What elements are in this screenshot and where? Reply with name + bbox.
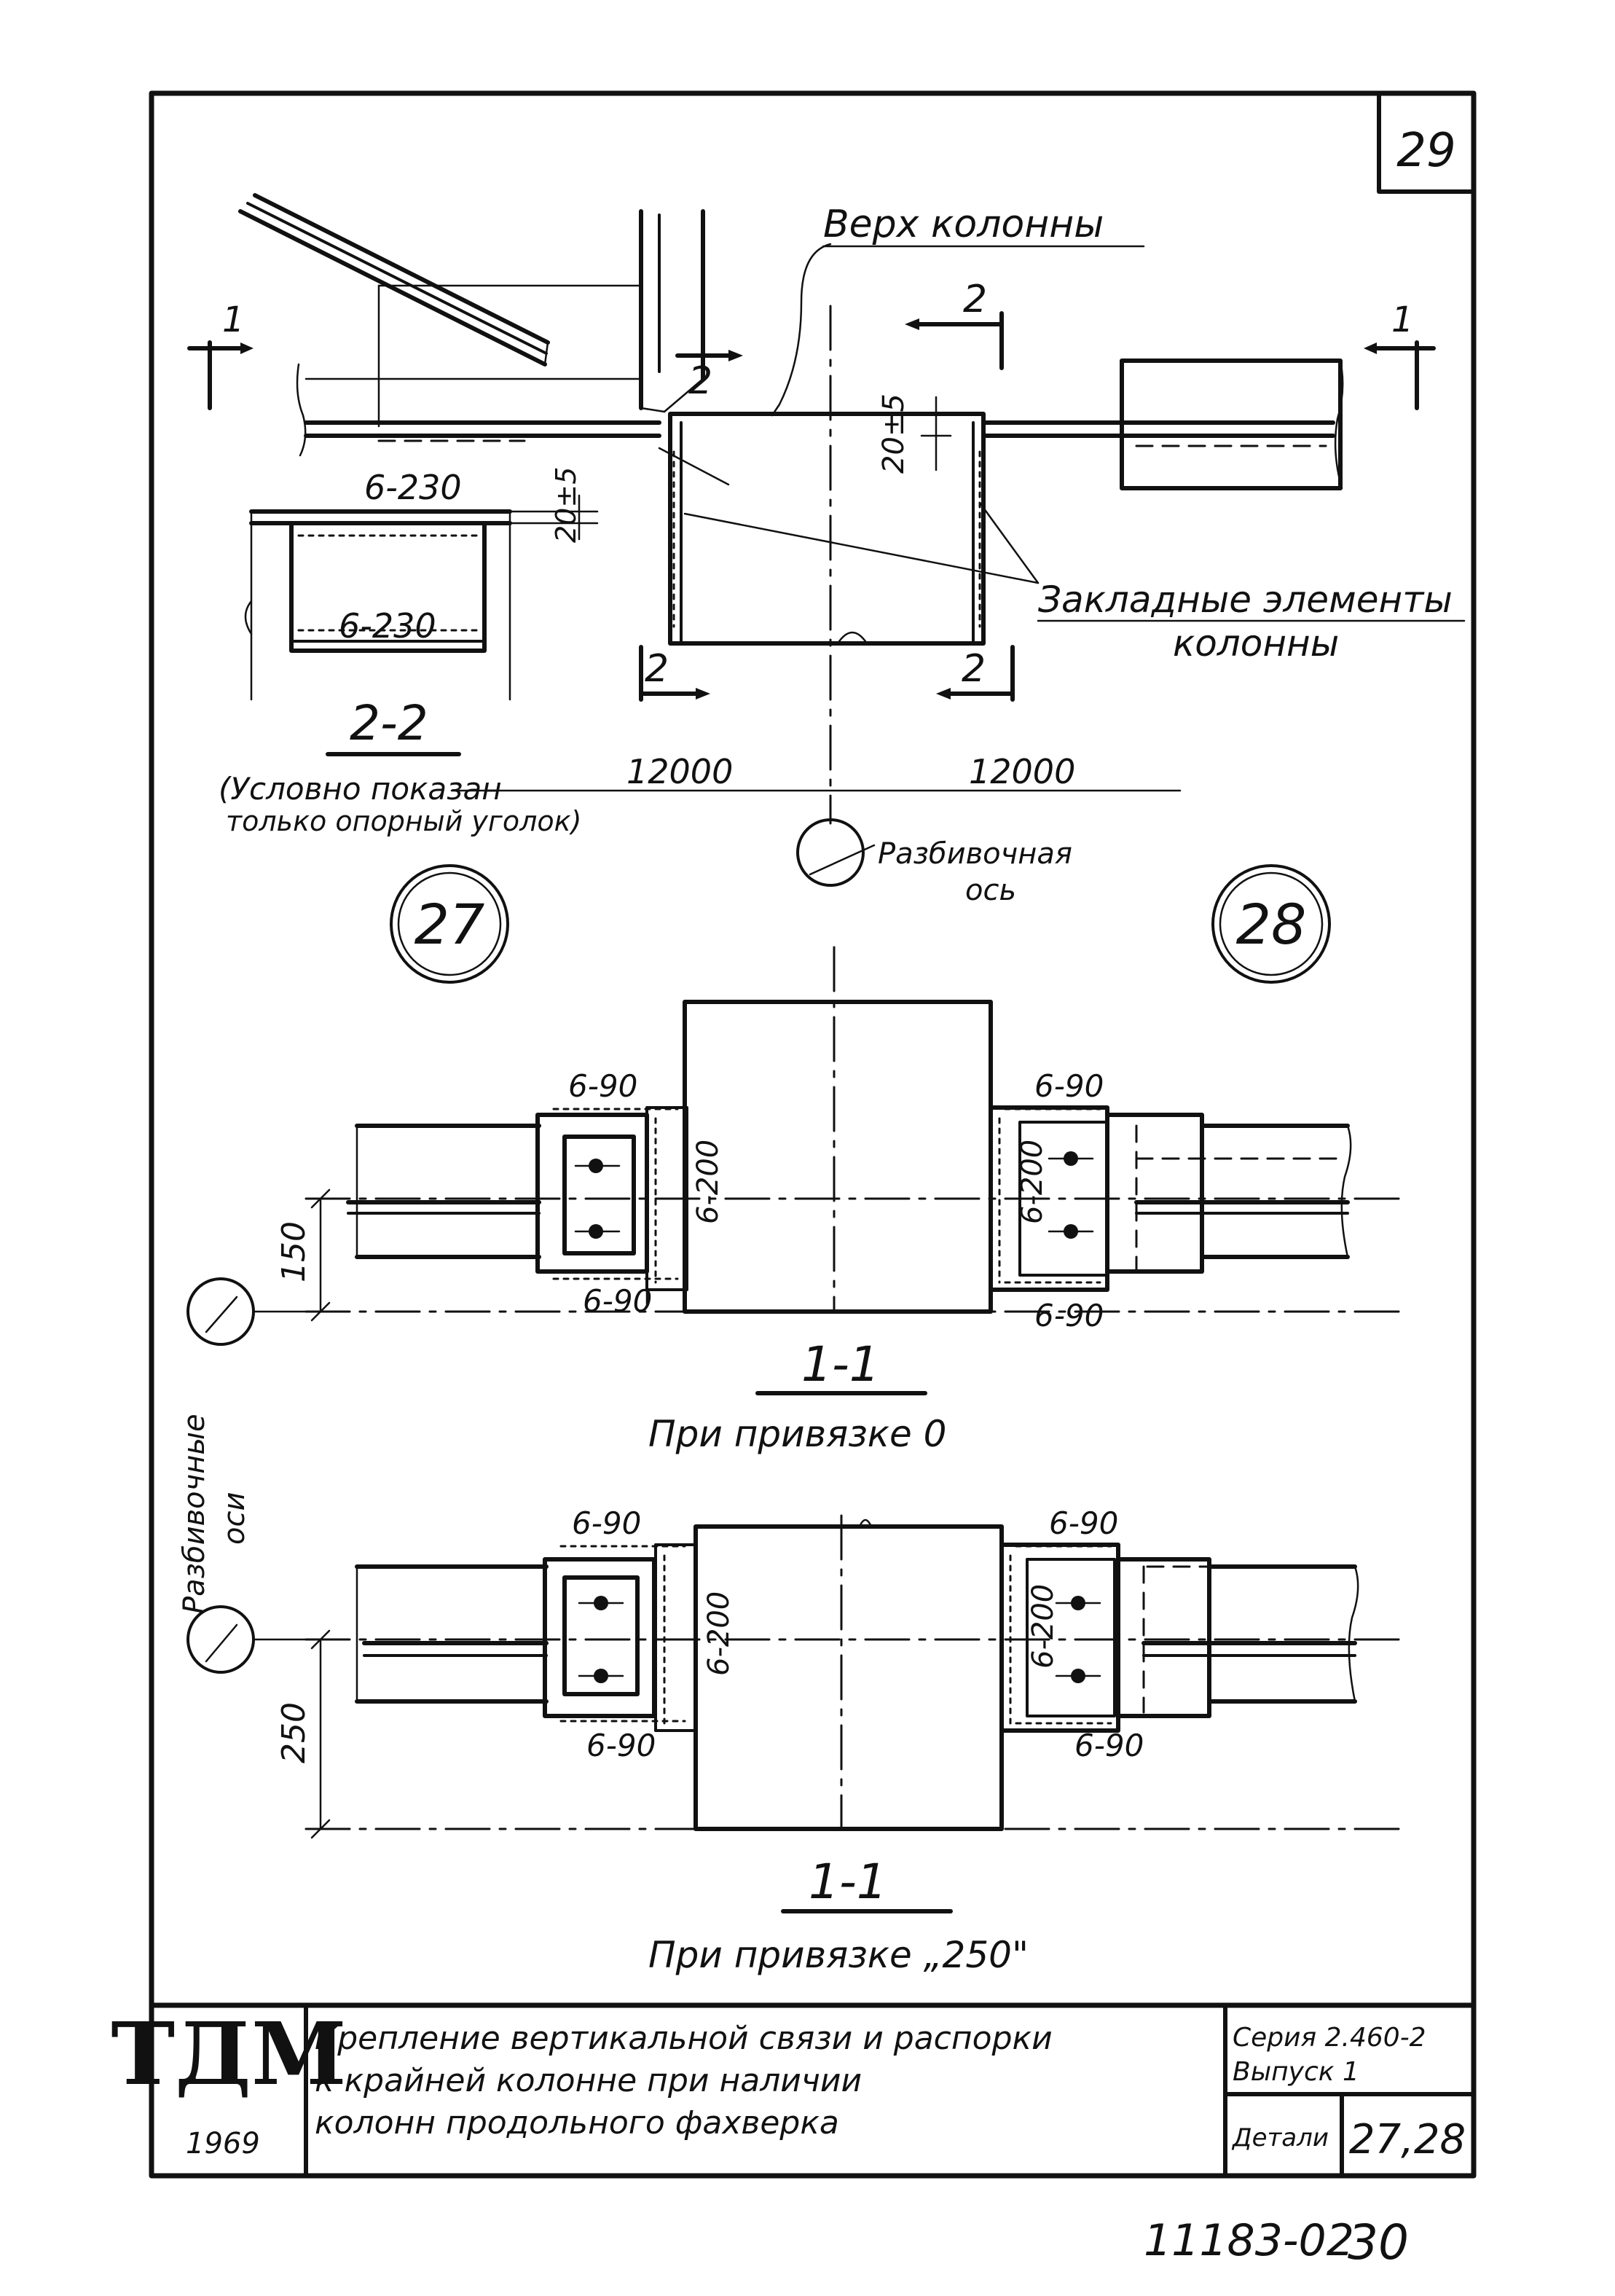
- section-b-weld-br: 6-90: [1074, 1728, 1144, 1763]
- section-a-weld-vl: 6-200: [691, 1140, 725, 1224]
- cut-label-bottom-right: 2: [962, 647, 986, 691]
- section-2-2-title: 2-2: [350, 695, 428, 751]
- column-top-label: Верх колонны: [823, 203, 1104, 246]
- footer-code: 11183-02: [1144, 2215, 1354, 2266]
- section-a-title: 1-1: [801, 1336, 880, 1392]
- section-b-dim-offset: 250: [275, 1702, 313, 1763]
- section-b-caption: При привязке „250": [648, 1934, 1029, 1976]
- weld-label-upper: 6-230: [364, 468, 462, 507]
- section-2-2: [244, 494, 599, 701]
- section-a-dim-offset: 150: [275, 1221, 313, 1282]
- title-block-details-label: Детали: [1231, 2123, 1329, 2152]
- section-b-weld-tl: 6-90: [572, 1505, 641, 1541]
- section-a-weld-vr: 6-200: [1015, 1140, 1049, 1224]
- title-block-details-value: 27,28: [1349, 2116, 1466, 2163]
- node-marker-28: 28: [1211, 864, 1331, 984]
- side-axes-label-line1: Разбивочные: [178, 1414, 211, 1614]
- footer-page: 30: [1348, 2214, 1409, 2270]
- title-block-line3: колонн продольного фахверка: [315, 2104, 839, 2142]
- axis-label-line2: ось: [965, 874, 1016, 907]
- sheet-number: 29: [1396, 124, 1455, 178]
- title-block-year: 1969: [186, 2127, 260, 2160]
- cut-label-top: 2: [963, 278, 987, 321]
- axis-label-line1: Разбивочная: [878, 837, 1072, 871]
- dim-section-offset: 20±5: [550, 467, 582, 543]
- section-a-caption: При привязке 0: [648, 1413, 946, 1455]
- section-b-weld-vr: 6-200: [1026, 1584, 1060, 1669]
- section-b-weld-bl: 6-90: [586, 1728, 656, 1763]
- section-b-weld-tr: 6-90: [1049, 1505, 1118, 1541]
- node-label-28: 28: [1236, 892, 1307, 957]
- span-right: 12000: [969, 752, 1075, 791]
- section-a-weld-bl: 6-90: [583, 1283, 652, 1319]
- section-b-weld-vl: 6-200: [702, 1591, 736, 1676]
- section-2-2-note-line1: (Условно показан: [219, 771, 502, 807]
- section-2-2-note-line2: только опорный уголок): [226, 805, 581, 837]
- section-b-drawing: [304, 1514, 1407, 1839]
- axis-bubble: [796, 818, 865, 887]
- drawing-frame: [149, 90, 1477, 2179]
- section-a-weld-tl: 6-90: [568, 1068, 637, 1104]
- section-cut-markers: 1 1 2 2 2 2: [187, 278, 1436, 702]
- section-b-title: 1-1: [809, 1854, 887, 1910]
- cut-label-column: 2: [688, 359, 712, 403]
- section-a-weld-tr: 6-90: [1034, 1068, 1104, 1104]
- embedded-label-line2: колонны: [1173, 622, 1339, 665]
- title-block-line1: Крепление вертикальной связи и распорки: [315, 2020, 1053, 2057]
- dim-column-offset: 20±5: [877, 393, 911, 474]
- title-block-issue: Выпуск 1: [1233, 2057, 1359, 2087]
- section-a-weld-br: 6-90: [1034, 1298, 1104, 1333]
- cut-label-bottom-left: 2: [645, 647, 669, 691]
- node-marker-27: 27: [390, 864, 509, 984]
- title-block-series: Серия 2.460-2: [1233, 2023, 1426, 2053]
- embedded-label-line1: Закладные элементы: [1038, 579, 1453, 621]
- span-left: 12000: [626, 752, 733, 791]
- node-label-27: 27: [414, 892, 485, 957]
- axis-leader: [809, 844, 876, 876]
- cut-label-right: 1: [1391, 299, 1414, 340]
- weld-label-lower: 6-230: [339, 606, 436, 646]
- cut-label-left: 1: [222, 299, 245, 340]
- side-axes-label-line2: оси: [218, 1492, 251, 1545]
- plan-view: [238, 193, 1344, 825]
- title-block-line2: к крайней колонне при наличии: [315, 2062, 862, 2099]
- section-a-drawing: [304, 946, 1407, 1322]
- title-block-logo: ТДМ: [111, 2003, 346, 2104]
